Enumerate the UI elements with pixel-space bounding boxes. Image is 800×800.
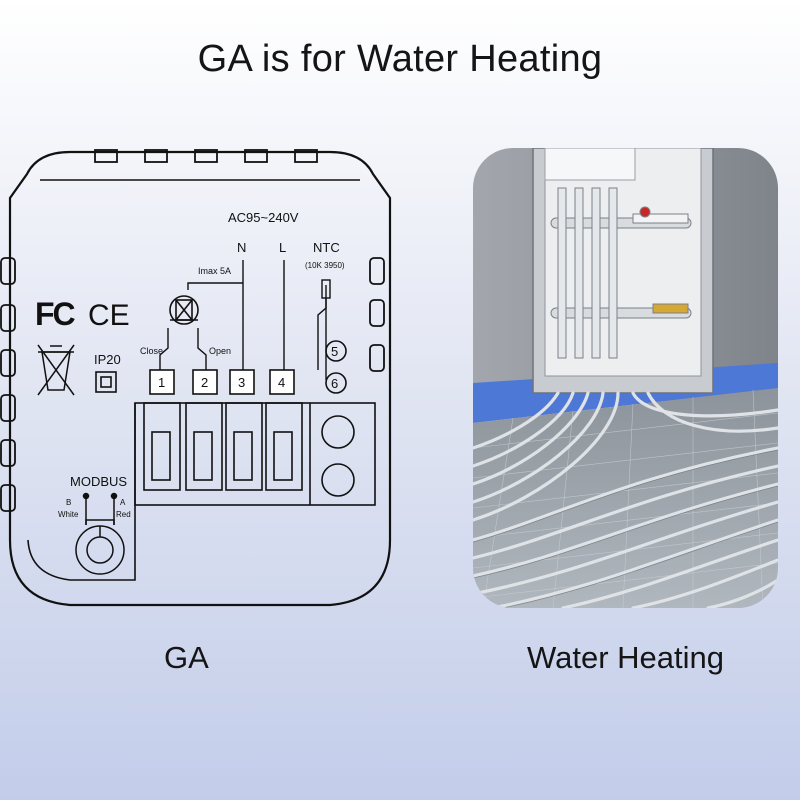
voltage-label: AC95~240V [228, 210, 299, 225]
inner-outline [27, 403, 136, 581]
caption-ga: GA [164, 640, 209, 675]
pipe-shadows [473, 449, 778, 608]
ntc-spec: (10K 3950) [305, 261, 345, 270]
double-insulation-icon [95, 371, 117, 393]
terminal-block [134, 402, 376, 506]
modbus-a-label: A [120, 498, 126, 507]
top-clips [94, 149, 318, 163]
ce-mark: CE [88, 299, 130, 332]
modbus-a-color: Red [116, 510, 131, 519]
left-clips [0, 257, 16, 512]
terminal-5-label: 5 [331, 344, 338, 359]
terminal-1-label: 1 [158, 375, 165, 390]
terminal-3-label: 3 [238, 375, 245, 390]
water-heating-illustration [473, 148, 778, 608]
thermostat-wiring-diagram: AC95~240V N L NTC (10K 3950) Imax 5A Clo… [0, 149, 392, 607]
terminal-boxes [149, 369, 295, 395]
modbus-port-icon [75, 492, 125, 575]
caption-water-heating: Water Heating [527, 640, 724, 675]
manifold [550, 187, 692, 359]
live-label: L [279, 240, 286, 255]
modbus-b-color: White [58, 510, 79, 519]
modbus-label: MODBUS [70, 474, 127, 489]
ip-rating-label: IP20 [94, 352, 121, 367]
open-label: Open [209, 346, 231, 356]
close-label: Close [140, 346, 163, 356]
weee-bin-icon [37, 344, 75, 396]
neutral-label: N [237, 240, 246, 255]
valve-motor-icon [169, 295, 199, 325]
terminal-6-label: 6 [331, 376, 338, 391]
right-clips [369, 257, 385, 372]
ntc-sensor-icon [317, 279, 331, 370]
imax-label: Imax 5A [198, 266, 231, 276]
fc-mark: FC [35, 296, 76, 332]
terminal-5-circle [325, 340, 347, 362]
ntc-label: NTC [313, 240, 340, 255]
terminal-6-circle [325, 372, 347, 394]
terminal-4-label: 4 [278, 375, 285, 390]
floor-pipes [473, 391, 778, 608]
housing-outline [8, 150, 392, 607]
page-title: GA is for Water Heating [197, 38, 603, 80]
modbus-b-label: B [66, 498, 71, 507]
terminal-2-label: 2 [201, 375, 208, 390]
